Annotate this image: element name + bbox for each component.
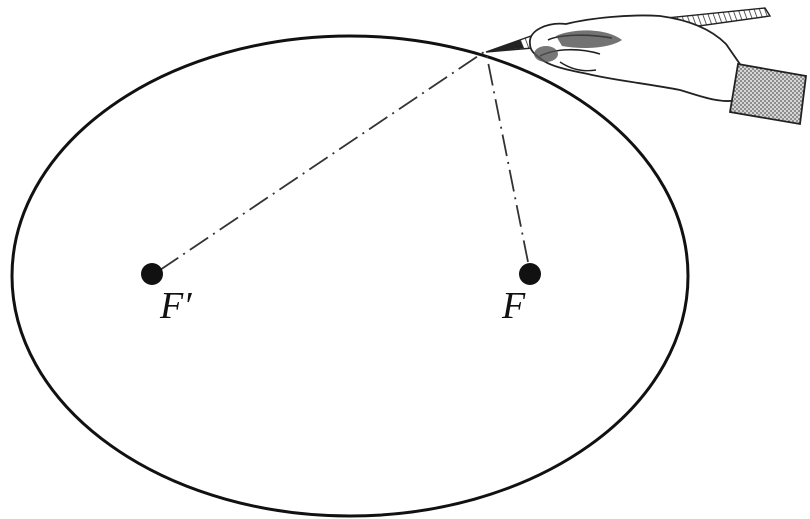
- ellipse-curve: [10, 34, 690, 518]
- focus-left-label: F′: [159, 285, 192, 327]
- string-segment-left: [159, 51, 485, 271]
- string-segment-right: [485, 51, 529, 263]
- focus-left-point: [141, 263, 163, 285]
- hand-with-pencil-icon: [485, 7, 807, 126]
- focus-right-label: F: [501, 285, 526, 327]
- focus-right-point: [519, 263, 541, 285]
